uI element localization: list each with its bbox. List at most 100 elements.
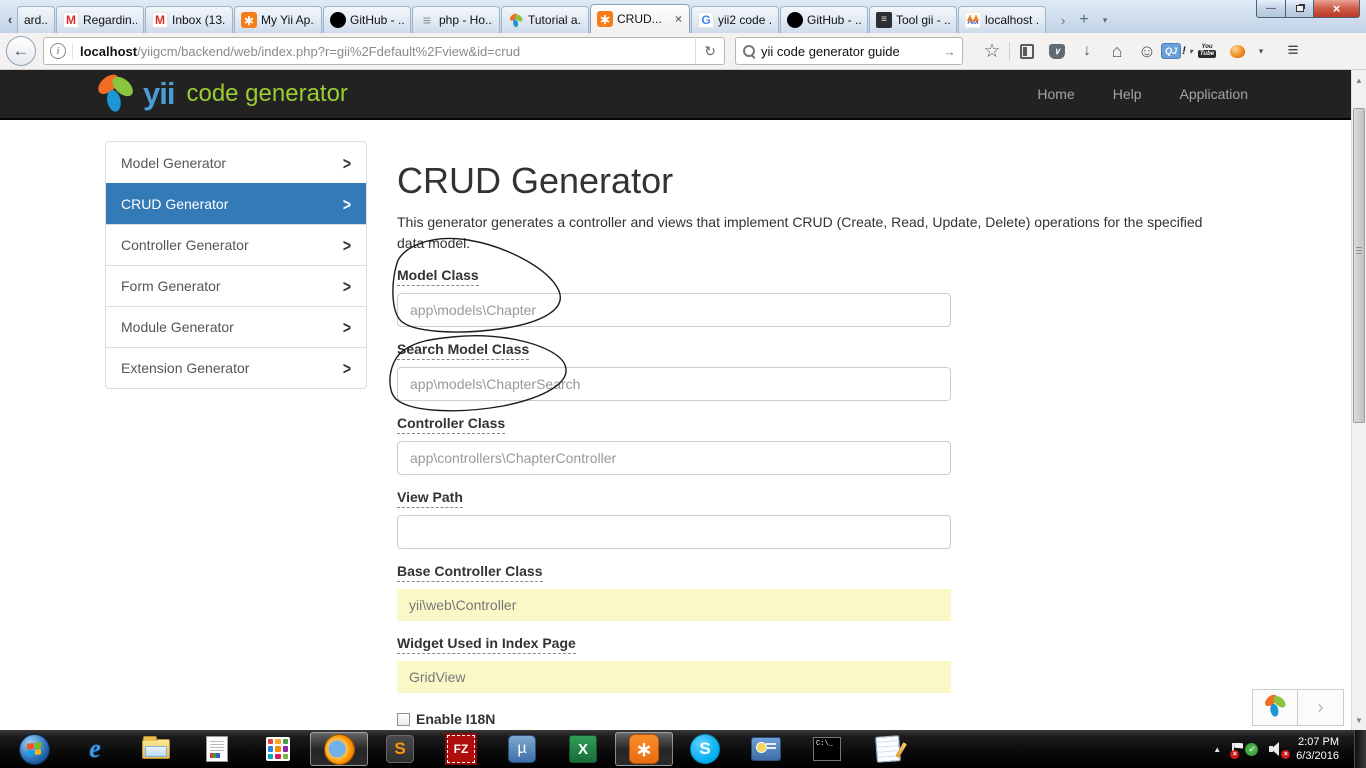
url-host: localhost [80,43,138,59]
nav-link-help[interactable]: Help [1112,86,1142,102]
tab-label: yii2 code ... [718,13,772,27]
text-input[interactable] [397,293,951,327]
tab-overflow-icon[interactable]: › [1061,12,1066,28]
tab-list-caret-icon[interactable]: ▾ [1102,14,1108,25]
chevron-right-icon: > [342,194,351,214]
close-button[interactable]: × [1314,0,1360,18]
url-bar[interactable]: i localhost/yiigcm/backend/web/index.php… [43,37,725,65]
back-button[interactable]: ← [6,36,36,66]
addon-caret-icon[interactable]: ▾ [1258,45,1264,56]
browser-tab[interactable]: ≡Tool gii - ... [869,6,957,33]
sidebar-item-extension-generator[interactable]: Extension Generator> [106,347,366,388]
taskbar-item-start-orb[interactable] [5,732,63,766]
taskbar-clock[interactable]: 2:07 PM 6/3/2016 [1296,735,1343,763]
scroll-down-icon[interactable]: ▼ [1355,715,1363,725]
firefox-icon [323,733,355,765]
taskbar-item-app-grid[interactable] [249,732,307,766]
downloads-icon[interactable]: ↓ [1083,42,1091,59]
search-go-icon[interactable]: → [943,43,956,59]
browser-tab[interactable]: GitHub - ... [323,6,411,33]
status-check-icon[interactable]: ✓ [1239,738,1259,756]
sidebar-item-model-generator[interactable]: Model Generator> [106,142,366,183]
pocket-icon[interactable]: ∨ [1042,38,1072,64]
windows-explorer-icon [142,736,170,759]
home-icon[interactable]: ⌂ [1111,40,1123,61]
page-title: CRUD Generator [397,160,674,201]
reload-icon[interactable]: ↻ [695,38,720,64]
text-input[interactable] [397,367,951,401]
page-scrollbar[interactable]: ▲ ▼ [1351,70,1366,730]
taskbar-item-control-panel[interactable] [737,732,795,766]
taskbar-item-notepad[interactable] [859,732,917,766]
minimize-button[interactable]: — [1256,0,1286,18]
browser-tab[interactable]: ard... [17,6,55,33]
sidebar-item-controller-generator[interactable]: Controller Generator> [106,224,366,265]
url-text[interactable]: localhost/yiigcm/backend/web/index.php?r… [72,43,695,59]
i18n-checkbox[interactable] [397,712,410,726]
taskbar-item-sublime-text[interactable]: S [371,732,429,766]
browser-tab[interactable]: Tutorial a... [501,6,589,33]
restore-button[interactable] [1286,0,1314,18]
scroll-up-icon[interactable]: ▲ [1355,75,1363,85]
browser-tab[interactable]: ∗CRUD...× [590,4,690,33]
text-input[interactable] [397,515,951,549]
taskbar-item-firefox[interactable] [310,732,368,766]
volume-muted-icon[interactable]: × [1269,742,1291,759]
bookmarks-panel-icon[interactable] [1012,38,1042,64]
control-panel-icon [751,737,781,761]
taskbar-item-utorrent[interactable]: µ [493,732,551,766]
tab-scroll-left-icon[interactable]: ‹ [7,11,13,27]
browser-tab[interactable]: ∗My Yii Ap... [234,6,322,33]
taskbar-item-filezilla[interactable]: FZ [432,732,490,766]
widget-expand-button[interactable]: › [1298,689,1344,726]
new-tab-button[interactable]: + [1079,11,1089,28]
chevron-right-icon: > [342,358,351,378]
close-tab-icon[interactable]: × [674,12,682,26]
chevron-right-icon: › [1317,697,1324,717]
taskbar-item-excel[interactable]: X [554,732,612,766]
yii-logo-icon [1262,692,1288,723]
addon-orange-icon[interactable] [1222,38,1252,64]
sidebar-item-crud-generator[interactable]: CRUD Generator> [106,183,366,224]
browser-tab[interactable]: GitHub - ... [780,6,868,33]
nav-link-application[interactable]: Application [1179,86,1249,102]
field-label-row: Base Controller Class [397,563,1227,589]
show-desktop-button[interactable] [1354,730,1366,768]
bookmark-star-icon[interactable]: ☆ [983,40,1001,62]
search-bar[interactable]: → [735,37,963,65]
github-icon [330,12,346,28]
text-input[interactable] [397,441,951,475]
sidebar-item-module-generator[interactable]: Module Generator> [106,306,366,347]
action-center-flag-icon[interactable]: × [1230,742,1240,759]
taskbar-item-xampp[interactable]: ∗ [615,732,673,766]
taskbar-item-internet-explorer[interactable]: e [66,732,124,766]
browser-tab[interactable]: ≡php - Ho... [412,6,500,33]
tray-expand-icon[interactable]: ▲ [1213,744,1222,754]
tab-label: ard... [24,13,48,27]
site-info-icon[interactable]: i [50,43,66,59]
search-input[interactable] [761,43,943,59]
form-group: Controller Class [397,415,1227,475]
taskbar-item-text-document[interactable] [188,732,246,766]
taskbar-item-windows-explorer[interactable] [127,732,185,766]
yii-widget-button[interactable] [1252,689,1298,726]
qj-addon-icon[interactable]: QJ!▾ [1161,38,1193,64]
taskbar-item-skype[interactable]: S [676,732,734,766]
brand[interactable]: yii code generator [93,70,348,119]
field-label-row: View Path [397,489,1227,515]
restore-icon [1295,5,1304,12]
sidebar-item-form-generator[interactable]: Form Generator> [106,265,366,306]
tab-label: My Yii Ap... [261,13,315,27]
scrollbar-thumb[interactable] [1353,108,1365,423]
skype-icon: S [690,734,720,764]
menu-icon[interactable]: ≡ [1287,40,1299,61]
nav-link-home[interactable]: Home [1037,86,1075,102]
taskbar-item-command-prompt[interactable]: C:\_ [798,732,856,766]
sticky-field: GridView [397,661,951,693]
forum-smiley-icon[interactable]: ☺ [1137,40,1157,61]
